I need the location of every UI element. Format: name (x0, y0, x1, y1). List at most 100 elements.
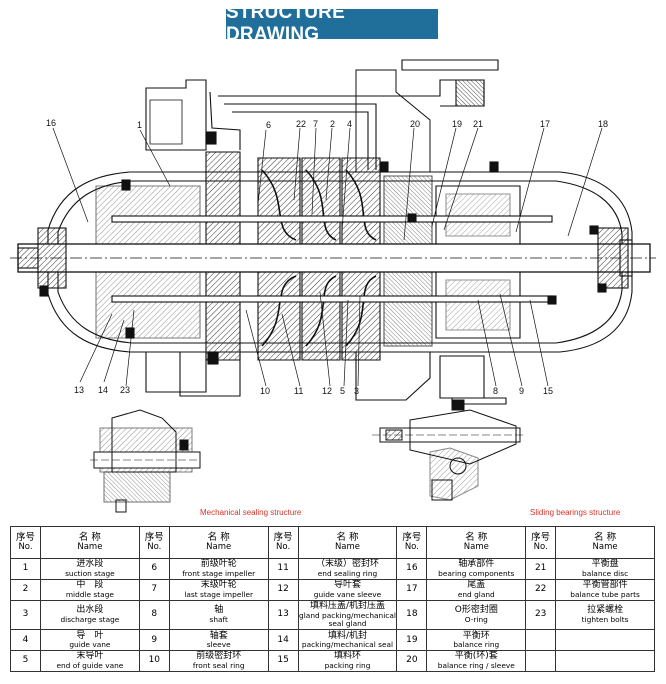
part-number: 2 (10, 578, 41, 601)
part-name-zh: 前级叶轮 (200, 559, 237, 570)
callout-12: 12 (322, 386, 332, 396)
part-number: 6 (138, 558, 170, 580)
part-name-zh: O形密封圈 (454, 605, 498, 616)
part-number: 15 (267, 650, 299, 672)
part-name-en: sleeve (206, 640, 231, 650)
part-name-zh: 平衡(环)套 (454, 651, 498, 662)
sliding-bearing-detail (372, 399, 526, 501)
caption-mechanical-seal: Mechanical sealing structure (200, 508, 302, 517)
part-name-zh: 轴套 (209, 630, 228, 641)
part-name-zh: 末级叶轮 (200, 580, 237, 591)
callout-3: 3 (354, 386, 359, 396)
part-name-en: packing/mechanical seal (301, 640, 394, 650)
callout-21: 21 (473, 119, 483, 129)
part-name-en: balance ring / sleeve (437, 660, 515, 670)
header-name-en: Name (334, 542, 361, 553)
part-name (555, 629, 655, 652)
header-name-en: Name (206, 542, 232, 553)
part-name-en: last stage impeller (184, 589, 254, 599)
part-name-zh: 填料压盖/机封压盖 (309, 601, 386, 612)
part-number: 14 (267, 629, 299, 652)
callout-19: 19 (452, 119, 462, 129)
part-name-en: end gland (457, 589, 495, 599)
header-no-zh: 序号 (144, 532, 164, 544)
callout-15: 15 (543, 386, 553, 396)
part-name-en: gland packing/mechanical seal gland (299, 610, 396, 628)
part-number: 7 (138, 578, 170, 601)
part-number: 21 (525, 558, 557, 580)
header-name-zh: 名 称 (465, 532, 488, 544)
part-name-en: bearing components (438, 568, 515, 578)
callout-11: 11 (294, 386, 303, 396)
callout-2: 2 (330, 119, 335, 129)
callout-4: 4 (347, 119, 352, 129)
part-name (555, 650, 655, 672)
callout-23: 23 (120, 385, 130, 395)
part-name-zh: 前级密封环 (196, 651, 242, 662)
header-name-zh: 名 称 (594, 532, 617, 544)
part-name-zh: 导 叶 (76, 630, 104, 641)
part-number: 5 (10, 650, 41, 672)
part-number: 1 (10, 558, 41, 580)
header-name-en: Name (463, 542, 489, 553)
header-name-zh: 名 称 (207, 532, 230, 544)
part-name-zh: 轴承部件 (458, 559, 495, 570)
header-name-zh: 名 称 (336, 532, 359, 544)
part-name-zh: 填料/机封 (327, 630, 368, 641)
part-name-zh: 轴 (214, 605, 224, 616)
header-name-en: Name (592, 542, 618, 553)
part-number: 17 (396, 578, 428, 601)
part-name-zh: 拉紧螺栓 (587, 605, 624, 616)
header-no-zh: 序号 (273, 532, 293, 544)
part-number: 19 (396, 629, 428, 652)
callout-9: 9 (519, 386, 524, 396)
part-name-en: front seal ring (192, 660, 245, 670)
header-no-en: No. (18, 542, 33, 553)
part-number: 11 (267, 558, 299, 580)
part-name-en: O-ring (464, 614, 488, 624)
header-no-zh: 序号 (15, 532, 35, 544)
part-number: 4 (10, 629, 41, 652)
part-name-zh: 平衡环 (462, 630, 490, 641)
part-number: 20 (396, 650, 428, 672)
callout-8: 8 (493, 386, 498, 396)
part-number: 3 (10, 599, 41, 631)
part-name-en: tighten bolts (581, 614, 629, 624)
callout-6: 6 (266, 120, 271, 130)
part-name-zh: 中 段 (76, 580, 104, 591)
header-no-en: No. (276, 542, 291, 553)
part-name-zh: 出水段 (76, 605, 104, 616)
header-no-zh: 序号 (531, 532, 551, 544)
part-name-en: balance ring (453, 640, 500, 650)
